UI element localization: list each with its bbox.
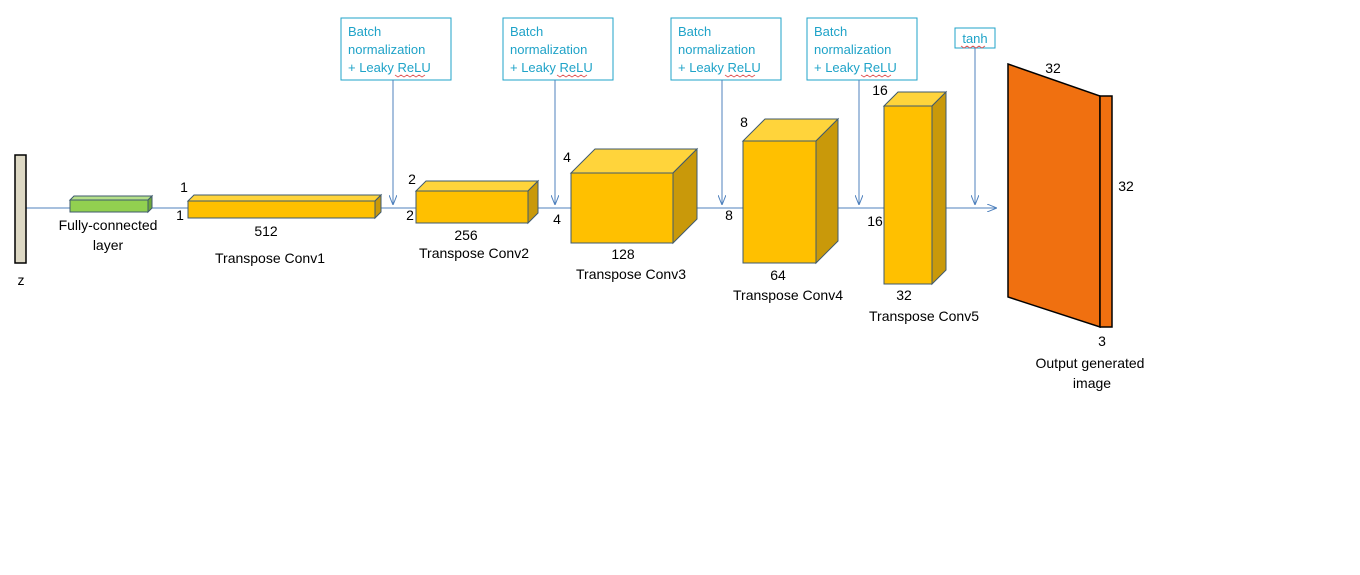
- svg-text:normalization: normalization: [814, 42, 891, 57]
- conv4-width-dim: 8: [725, 207, 733, 223]
- svg-text:normalization: normalization: [348, 42, 425, 57]
- note-batchnorm-4: Batch normalization + Leaky ReLU: [806, 17, 918, 204]
- output-label-line2: image: [1073, 375, 1111, 391]
- block-transpose-conv5: 16 16 32 Transpose Conv5: [867, 82, 979, 324]
- note-batchnorm-3: Batch normalization + Leaky ReLU: [670, 17, 782, 204]
- conv3-width-dim: 4: [553, 211, 561, 227]
- output-width-dim: 32: [1045, 60, 1061, 76]
- output-height-dim: 32: [1118, 178, 1134, 194]
- conv1-channels: 512: [254, 223, 278, 239]
- svg-text:+ Leaky ReLU: + Leaky ReLU: [678, 60, 761, 75]
- block-transpose-conv1: 1 1 512 Transpose Conv1: [176, 179, 383, 266]
- svg-text:Batch: Batch: [678, 24, 711, 39]
- conv3-channels: 128: [611, 246, 635, 262]
- fc-label-line1: Fully-connected: [59, 217, 158, 233]
- svg-text:+ Leaky ReLU: + Leaky ReLU: [510, 60, 593, 75]
- svg-text:Batch: Batch: [348, 24, 381, 39]
- fc-label-line2: layer: [93, 237, 124, 253]
- conv2-channels: 256: [454, 227, 478, 243]
- note-batchnorm-1: Batch normalization + Leaky ReLU: [340, 17, 452, 204]
- svg-text:normalization: normalization: [510, 42, 587, 57]
- fully-connected-layer: Fully-connected layer: [59, 194, 158, 253]
- output-channels: 3: [1098, 333, 1106, 349]
- conv4-height-dim: 8: [740, 114, 748, 130]
- input-vector: z: [14, 154, 27, 288]
- conv2-width-dim: 2: [406, 207, 414, 223]
- conv5-channels: 32: [896, 287, 912, 303]
- note-batchnorm-2: Batch normalization + Leaky ReLU: [502, 17, 614, 204]
- conv5-height-dim: 16: [872, 82, 888, 98]
- svg-text:Batch: Batch: [814, 24, 847, 39]
- output-label-line1: Output generated: [1036, 355, 1145, 371]
- input-label: z: [18, 272, 25, 288]
- svg-text:+ Leaky ReLU: + Leaky ReLU: [814, 60, 897, 75]
- conv4-channels: 64: [770, 267, 786, 283]
- conv5-width-dim: 16: [867, 213, 883, 229]
- conv3-height-dim: 4: [563, 149, 571, 165]
- conv2-name: Transpose Conv2: [419, 245, 529, 261]
- conv1-name: Transpose Conv1: [215, 250, 325, 266]
- conv2-height-dim: 2: [408, 171, 416, 187]
- conv3-name: Transpose Conv3: [576, 266, 686, 282]
- svg-text:normalization: normalization: [678, 42, 755, 57]
- tanh-label: tanh: [962, 31, 987, 46]
- conv5-name: Transpose Conv5: [869, 308, 979, 324]
- svg-text:Batch: Batch: [510, 24, 543, 39]
- note-tanh: tanh: [954, 27, 996, 204]
- block-transpose-conv4: 8 8 64 Transpose Conv4: [725, 114, 843, 303]
- block-transpose-conv3: 4 4 128 Transpose Conv3: [553, 147, 699, 282]
- svg-text:+ Leaky ReLU: + Leaky ReLU: [348, 60, 431, 75]
- conv1-height-dim: 1: [180, 179, 188, 195]
- conv1-width-dim: 1: [176, 207, 184, 223]
- conv4-name: Transpose Conv4: [733, 287, 843, 303]
- output-image: 32 32 3 Output generated image: [1007, 60, 1145, 391]
- block-transpose-conv2: 2 2 256 Transpose Conv2: [406, 171, 540, 261]
